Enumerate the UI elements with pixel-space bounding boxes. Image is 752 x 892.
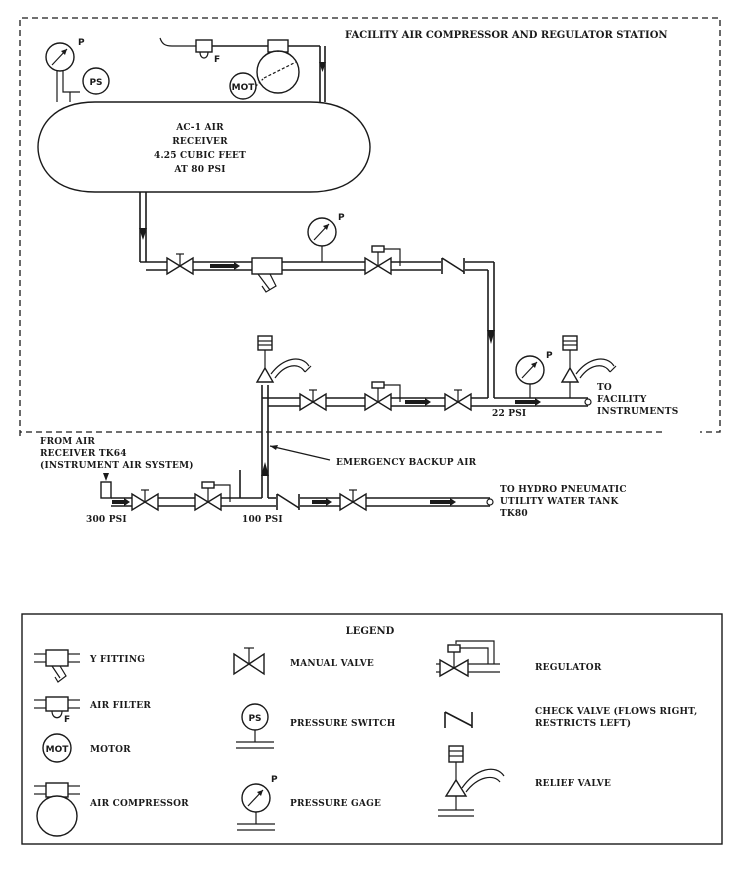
svg-text:P: P (78, 38, 85, 48)
svg-text:F: F (64, 715, 70, 725)
manual-valve (444, 389, 472, 411)
svg-text:PS: PS (89, 78, 102, 88)
legend-manual-valve-label: MANUAL VALVE (290, 659, 374, 669)
to-facility-3: INSTRUMENTS (597, 407, 678, 417)
from-air-2: RECEIVER TK64 (40, 449, 127, 459)
to-facility-2: FACILITY (597, 395, 647, 405)
label-300-psi: 300 PSI (86, 515, 127, 525)
svg-text:MOT: MOT (232, 83, 256, 93)
lower-check-valve (276, 493, 300, 511)
legend-pressure-gage-icon: P (237, 775, 278, 831)
emergency-backup-riser (261, 398, 331, 498)
emergency-label: EMERGENCY BACKUP AIR (336, 458, 477, 468)
to-hydro-1: TO HYDRO PNEUMATIC (500, 485, 627, 495)
legend-pressure-switch-label: PRESSURE SWITCH (290, 719, 396, 729)
relief-valve-right (561, 335, 617, 383)
svg-text:MOT: MOT (46, 745, 70, 755)
to-hydro-3: TK80 (500, 509, 528, 519)
manual-valve (131, 489, 159, 511)
upper-check-valve (441, 257, 465, 275)
middle-air-line (261, 385, 592, 407)
legend-check-valve-label-1: CHECK VALVE (FLOWS RIGHT, (535, 706, 697, 717)
lower-air-line (100, 470, 494, 507)
legend-y-fitting-icon (34, 649, 80, 683)
tank-pressure-switch: PS (69, 67, 110, 102)
receiver-label-3: 4.25 CUBIC FEET (154, 151, 246, 161)
legend-motor-label: MOTOR (90, 745, 131, 755)
svg-text:P: P (546, 351, 553, 361)
svg-text:P: P (338, 213, 345, 223)
receiver-label-2: RECEIVER (172, 137, 228, 147)
legend-motor-icon: MOT (42, 733, 72, 763)
receiver-label-4: AT 80 PSI (173, 165, 225, 175)
svg-text:PS: PS (248, 714, 261, 724)
relief-valve-left (256, 335, 312, 383)
svg-text:F: F (214, 55, 220, 65)
legend-regulator-icon (436, 640, 500, 678)
legend-pressure-gage-label: PRESSURE GAGE (290, 799, 381, 809)
legend-box (21, 613, 723, 845)
to-hydro-2: UTILITY WATER TANK (500, 497, 620, 507)
from-air-3: (INSTRUMENT AIR SYSTEM) (40, 460, 194, 471)
air-receiver-tank (37, 101, 371, 193)
legend-check-valve-icon (444, 711, 473, 728)
manual-valve (339, 489, 367, 511)
y-fitting-icon (251, 257, 283, 293)
legend-air-compressor-label: AIR COMPRESSOR (89, 799, 189, 809)
label-22-psi: 22 PSI (492, 409, 526, 419)
air-compressor-icon (256, 39, 326, 102)
motor-icon: MOT (229, 61, 297, 100)
legend-air-compressor-icon (34, 782, 80, 837)
manual-valve (166, 253, 194, 275)
svg-text:P: P (271, 775, 278, 785)
from-air-1: FROM AIR (40, 437, 95, 447)
legend-air-filter-label: AIR FILTER (89, 701, 151, 711)
receiver-label-1: AC-1 AIR (175, 123, 224, 133)
middle-pressure-gage: P (515, 351, 553, 398)
station-title: FACILITY AIR COMPRESSOR AND REGULATOR ST… (345, 30, 668, 41)
air-filter-icon: F (159, 37, 268, 65)
legend-relief-valve-label: RELIEF VALVE (535, 779, 611, 789)
legend-check-valve-label-2: RESTRICTS LEFT) (535, 718, 631, 729)
label-100-psi: 100 PSI (242, 515, 283, 525)
upper-air-line (139, 192, 495, 398)
legend-pressure-switch-icon: PS (236, 703, 274, 749)
station-boundary (19, 17, 721, 436)
legend-air-filter-icon: F (34, 696, 80, 725)
legend-relief-valve-icon (438, 745, 505, 817)
legend-title: LEGEND (346, 626, 395, 637)
legend-regulator-label: REGULATOR (535, 663, 602, 673)
upper-pressure-gage: P (307, 213, 345, 262)
legend-manual-valve-icon (233, 647, 265, 676)
manual-valve (299, 389, 327, 411)
tank-pressure-gage: P (45, 38, 85, 102)
legend-y-fitting-label: Y FITTING (89, 655, 145, 665)
to-facility-1: TO (597, 383, 612, 393)
